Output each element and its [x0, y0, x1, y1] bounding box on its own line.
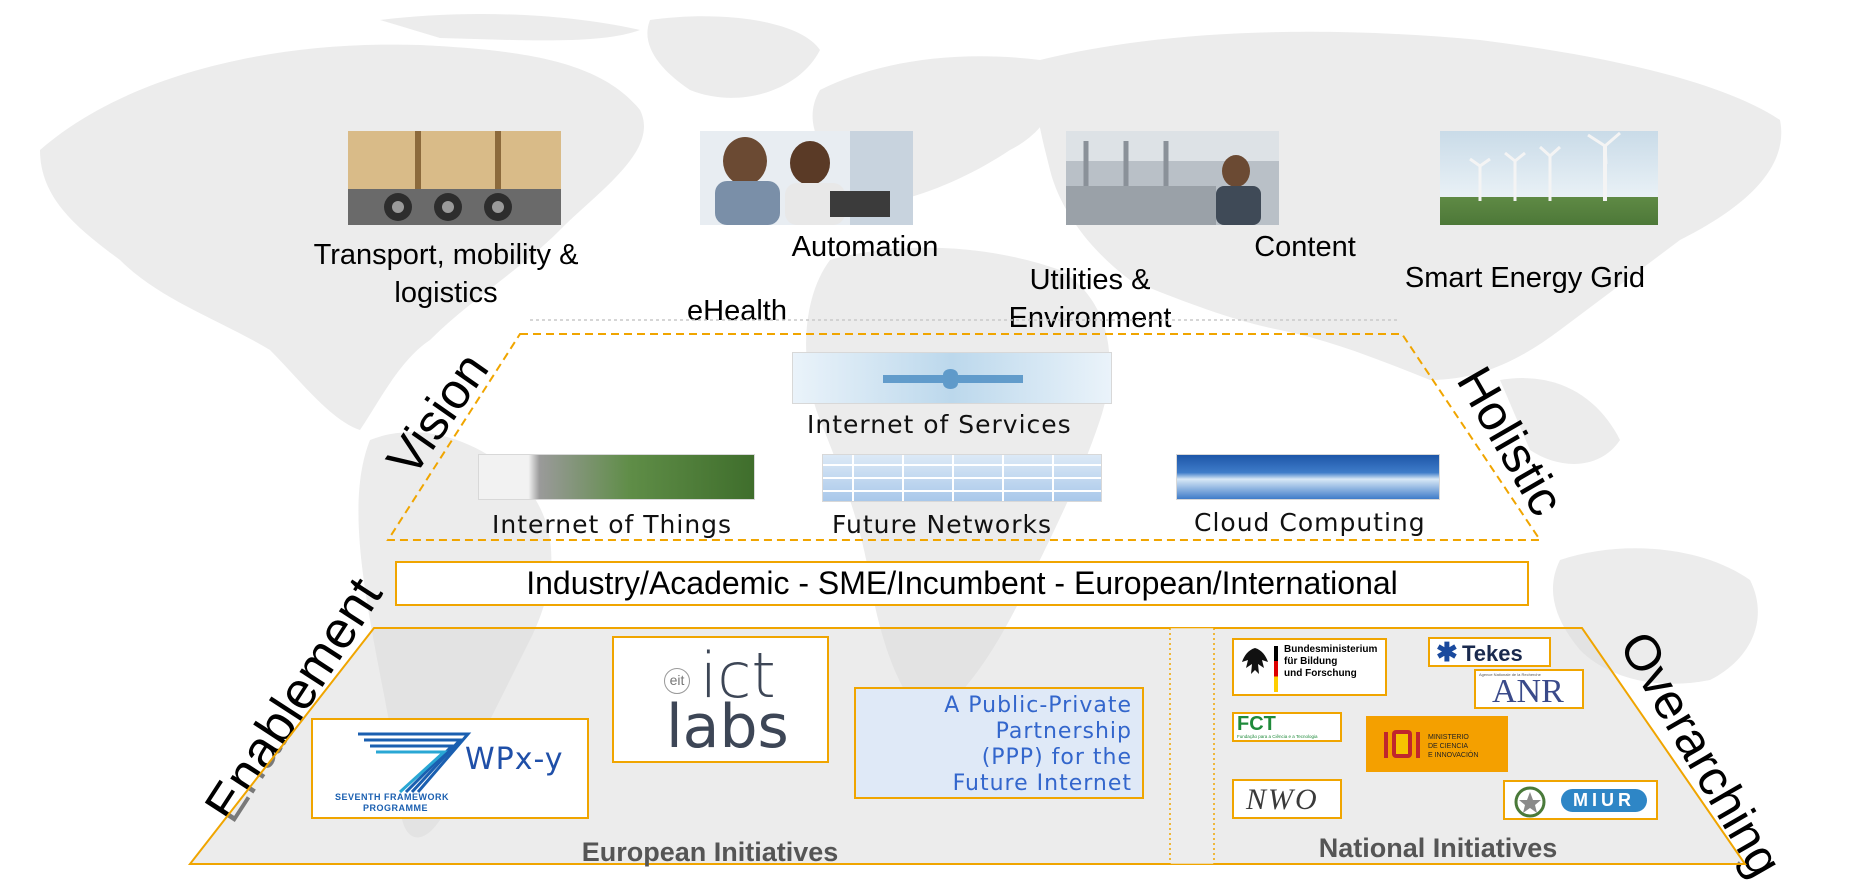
ppp-line1: A Public-Private [944, 693, 1132, 718]
anr-logo-box: Agence Nationale de la Recherche ANR [1474, 669, 1584, 710]
eit-ict-labs-logo-box: eit ict labs [612, 636, 829, 763]
smart-grid-label: Smart Energy Grid [1404, 262, 1646, 294]
fp7-wp-label: WPx-y [465, 742, 564, 777]
future-networks-label: Future Networks [832, 510, 1052, 539]
collaboration-banner: Industry/Academic - SME/Incumbent - Euro… [395, 561, 1529, 606]
bmbf-line1: Bundesministerium [1284, 644, 1378, 655]
puzzle-icon [883, 369, 1023, 389]
fp7-seven-logo [358, 732, 472, 794]
transport-label: Transport, mobility & logistics [313, 239, 579, 309]
internet-of-things-label: Internet of Things [492, 510, 733, 539]
ppp-line4: Future Internet [952, 771, 1132, 796]
ppp-line2: Partnership [995, 719, 1132, 744]
content-label: Content [1254, 231, 1356, 263]
national-initiatives-label: National Initiatives [1318, 833, 1558, 863]
anr-small-text: Agence Nationale de la Recherche [1479, 672, 1541, 677]
micinn-line3: E INNOVACIÓN [1428, 752, 1479, 759]
fct-logo-box: FCT Fundação para a Ciência e a Tecnolog… [1232, 712, 1342, 742]
micinn-line1: MINISTERIO [1428, 734, 1469, 741]
transport-photo [348, 131, 561, 225]
ict-text: ict [700, 639, 776, 712]
fct-text: FCT [1237, 713, 1276, 735]
nwo-logo-box: NWO [1232, 779, 1342, 819]
miur-text: MIUR [1561, 789, 1647, 812]
italy-emblem-icon [1514, 786, 1546, 818]
tekes-logo-box: ✱ Tekes [1428, 637, 1551, 667]
internet-of-services-label: Internet of Services [807, 410, 1072, 439]
internet-of-services-image [792, 352, 1112, 404]
bmbf-logo-box: Bundesministerium für Bildung und Forsch… [1232, 638, 1387, 696]
nwo-text: NWO [1246, 783, 1319, 816]
collaboration-banner-text: Industry/Academic - SME/Incumbent - Euro… [526, 565, 1398, 601]
cloud-computing-image [1176, 454, 1440, 500]
german-eagle-icon [1242, 648, 1268, 674]
fp7-name-line1: SEVENTH FRAMEWORK [335, 792, 449, 802]
wind-turbines-illustration [1469, 131, 1621, 201]
ppp-text: A Public-Private Partnership (PPP) for t… [944, 693, 1132, 797]
eit-badge: eit [664, 668, 690, 694]
people-at-laptop-illustration [700, 131, 913, 225]
micinn-line2: DE CIENCIA [1428, 743, 1469, 750]
ehealth-label: eHealth [687, 295, 787, 327]
bmbf-line3: und Forschung [1284, 668, 1357, 679]
fp7-logo-box: WPx-y SEVENTH FRAMEWORK PROGRAMME [311, 718, 589, 819]
anr-text: ANR [1492, 673, 1564, 710]
utilities-photo [1066, 131, 1279, 225]
automation-label: Automation [791, 231, 939, 263]
fp7-name-line2: PROGRAMME [363, 803, 428, 813]
ppp-line3: (PPP) for the [981, 745, 1132, 770]
miur-logo-box: MIUR [1503, 780, 1658, 820]
engineers-at-plant-illustration [1066, 131, 1279, 225]
micinn-logo-box: MINISTERIO DE CIENCIA E INNOVACIÓN [1366, 716, 1508, 772]
spain-coat-of-arms-icon [1384, 730, 1420, 758]
fct-small-text: Fundação para a Ciência e a Tecnologia [1237, 734, 1318, 739]
bmbf-line2: für Bildung [1284, 656, 1338, 667]
network-grid-icon [823, 455, 1101, 501]
german-flag-bar [1274, 646, 1278, 692]
future-networks-image [822, 454, 1102, 502]
tekes-star-icon: ✱ [1436, 637, 1458, 667]
ppp-box: A Public-Private Partnership (PPP) for t… [854, 687, 1144, 799]
truck-illustration [348, 131, 561, 225]
tekes-text: Tekes [1462, 641, 1523, 666]
internet-of-things-image [478, 454, 755, 500]
european-initiatives-label: European Initiatives [581, 837, 839, 867]
smart-grid-photo [1440, 131, 1658, 225]
utilities-label: Utilities & Environment [1008, 264, 1172, 334]
labs-text: labs [666, 692, 789, 762]
cloud-computing-label: Cloud Computing [1194, 508, 1426, 537]
automation-photo [700, 131, 913, 225]
